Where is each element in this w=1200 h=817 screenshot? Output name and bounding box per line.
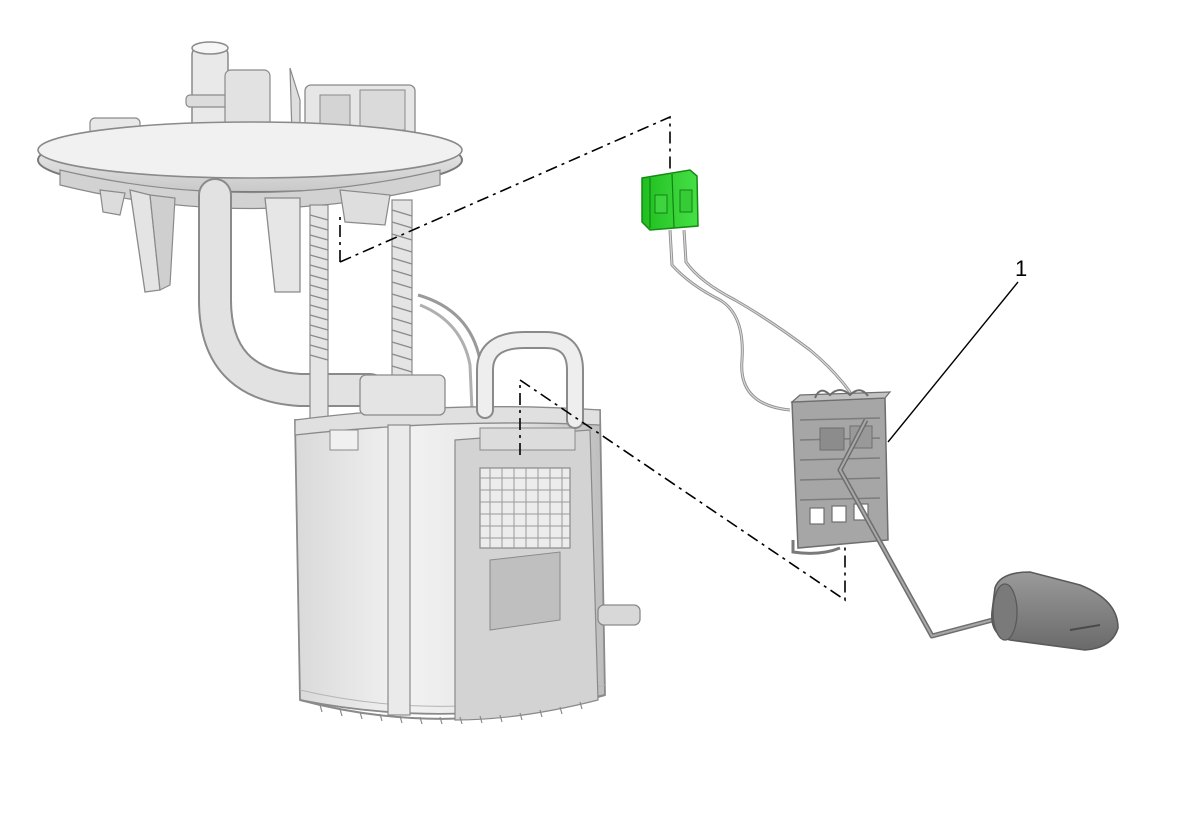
float-arm	[837, 418, 1001, 639]
assembly-dash-lines	[339, 115, 846, 602]
callout-1: 1	[887, 256, 1027, 443]
fuel-pump-module	[37, 41, 641, 725]
sensor-wire-harness	[668, 229, 857, 412]
module-flange	[37, 121, 463, 210]
callout-label: 1	[1015, 256, 1027, 281]
float	[991, 571, 1119, 651]
module-top-fittings	[89, 41, 416, 141]
dash-line-upper	[339, 115, 671, 263]
callout-leader-line	[887, 281, 1019, 443]
pump-outlet	[359, 374, 446, 416]
guide-rod-left	[309, 204, 329, 426]
flange-brackets	[99, 189, 391, 293]
fuel-reservoir	[294, 406, 641, 725]
guide-rod-right	[391, 199, 413, 431]
electrical-connector	[641, 169, 699, 231]
